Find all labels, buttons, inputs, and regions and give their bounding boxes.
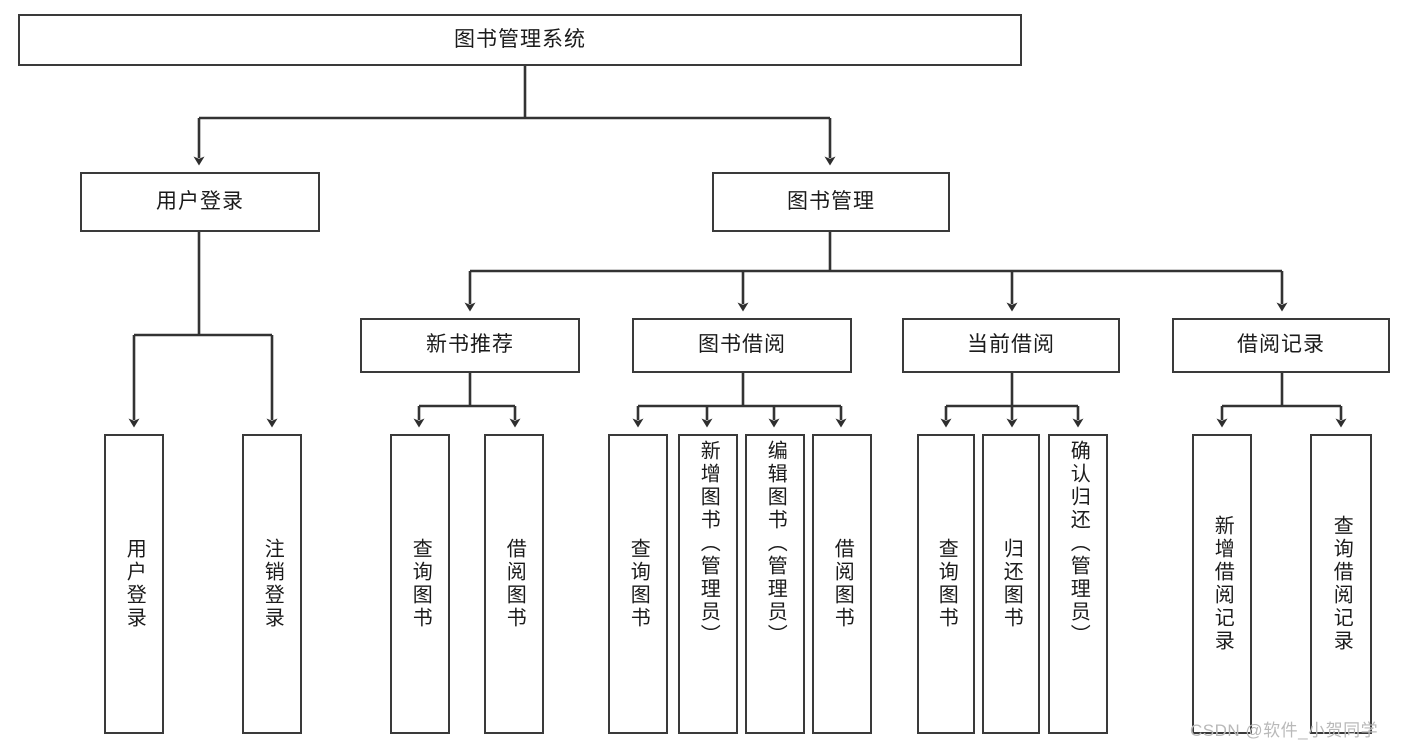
node-book-borrow-label: 图书借阅 bbox=[698, 333, 786, 357]
leaf-query-book-newbook-label: 查询图书 bbox=[409, 538, 432, 630]
leaf-add-borrow-record[interactable]: 新增借阅记录 bbox=[1192, 434, 1252, 734]
leaf-query-book-current[interactable]: 查询图书 bbox=[917, 434, 975, 734]
leaf-borrow-book[interactable]: 借阅图书 bbox=[812, 434, 872, 734]
leaf-borrow-book-label: 借阅图书 bbox=[831, 538, 854, 630]
leaf-logout[interactable]: 注销登录 bbox=[242, 434, 302, 734]
leaf-user-login[interactable]: 用户登录 bbox=[104, 434, 164, 734]
leaf-confirm-return-admin[interactable]: 确认归还（管理员） bbox=[1048, 434, 1108, 734]
node-new-book-recommend[interactable]: 新书推荐 bbox=[360, 318, 580, 373]
leaf-query-book-borrow[interactable]: 查询图书 bbox=[608, 434, 668, 734]
leaf-query-borrow-record-label: 查询借阅记录 bbox=[1330, 515, 1353, 653]
leaf-add-borrow-record-label: 新增借阅记录 bbox=[1211, 515, 1234, 653]
node-borrow-record-label: 借阅记录 bbox=[1237, 333, 1325, 357]
node-user-login[interactable]: 用户登录 bbox=[80, 172, 320, 232]
leaf-edit-book-admin-label: 编辑图书（管理员） bbox=[764, 440, 787, 647]
leaf-query-book-current-label: 查询图书 bbox=[935, 538, 958, 630]
node-current-borrow-label: 当前借阅 bbox=[967, 333, 1055, 357]
leaf-query-borrow-record[interactable]: 查询借阅记录 bbox=[1310, 434, 1372, 734]
leaf-add-book-admin[interactable]: 新增图书（管理员） bbox=[678, 434, 738, 734]
leaf-return-book-label: 归还图书 bbox=[1000, 538, 1023, 630]
leaf-query-book-borrow-label: 查询图书 bbox=[627, 538, 650, 630]
leaf-borrow-book-newbook[interactable]: 借阅图书 bbox=[484, 434, 544, 734]
node-book-borrow[interactable]: 图书借阅 bbox=[632, 318, 852, 373]
leaf-query-book-newbook[interactable]: 查询图书 bbox=[390, 434, 450, 734]
leaf-add-book-admin-label: 新增图书（管理员） bbox=[697, 440, 720, 647]
node-root-label: 图书管理系统 bbox=[454, 27, 586, 51]
leaf-edit-book-admin[interactable]: 编辑图书（管理员） bbox=[745, 434, 805, 734]
leaf-confirm-return-admin-label: 确认归还（管理员） bbox=[1067, 440, 1090, 647]
leaf-logout-label: 注销登录 bbox=[261, 538, 284, 630]
node-borrow-record[interactable]: 借阅记录 bbox=[1172, 318, 1390, 373]
leaf-borrow-book-newbook-label: 借阅图书 bbox=[503, 538, 526, 630]
node-book-management[interactable]: 图书管理 bbox=[712, 172, 950, 232]
node-new-book-recommend-label: 新书推荐 bbox=[426, 333, 514, 357]
node-user-login-label: 用户登录 bbox=[156, 189, 244, 213]
node-book-management-label: 图书管理 bbox=[787, 189, 875, 213]
leaf-return-book[interactable]: 归还图书 bbox=[982, 434, 1040, 734]
leaf-user-login-label: 用户登录 bbox=[123, 538, 146, 630]
node-current-borrow[interactable]: 当前借阅 bbox=[902, 318, 1120, 373]
node-root[interactable]: 图书管理系统 bbox=[18, 14, 1022, 66]
